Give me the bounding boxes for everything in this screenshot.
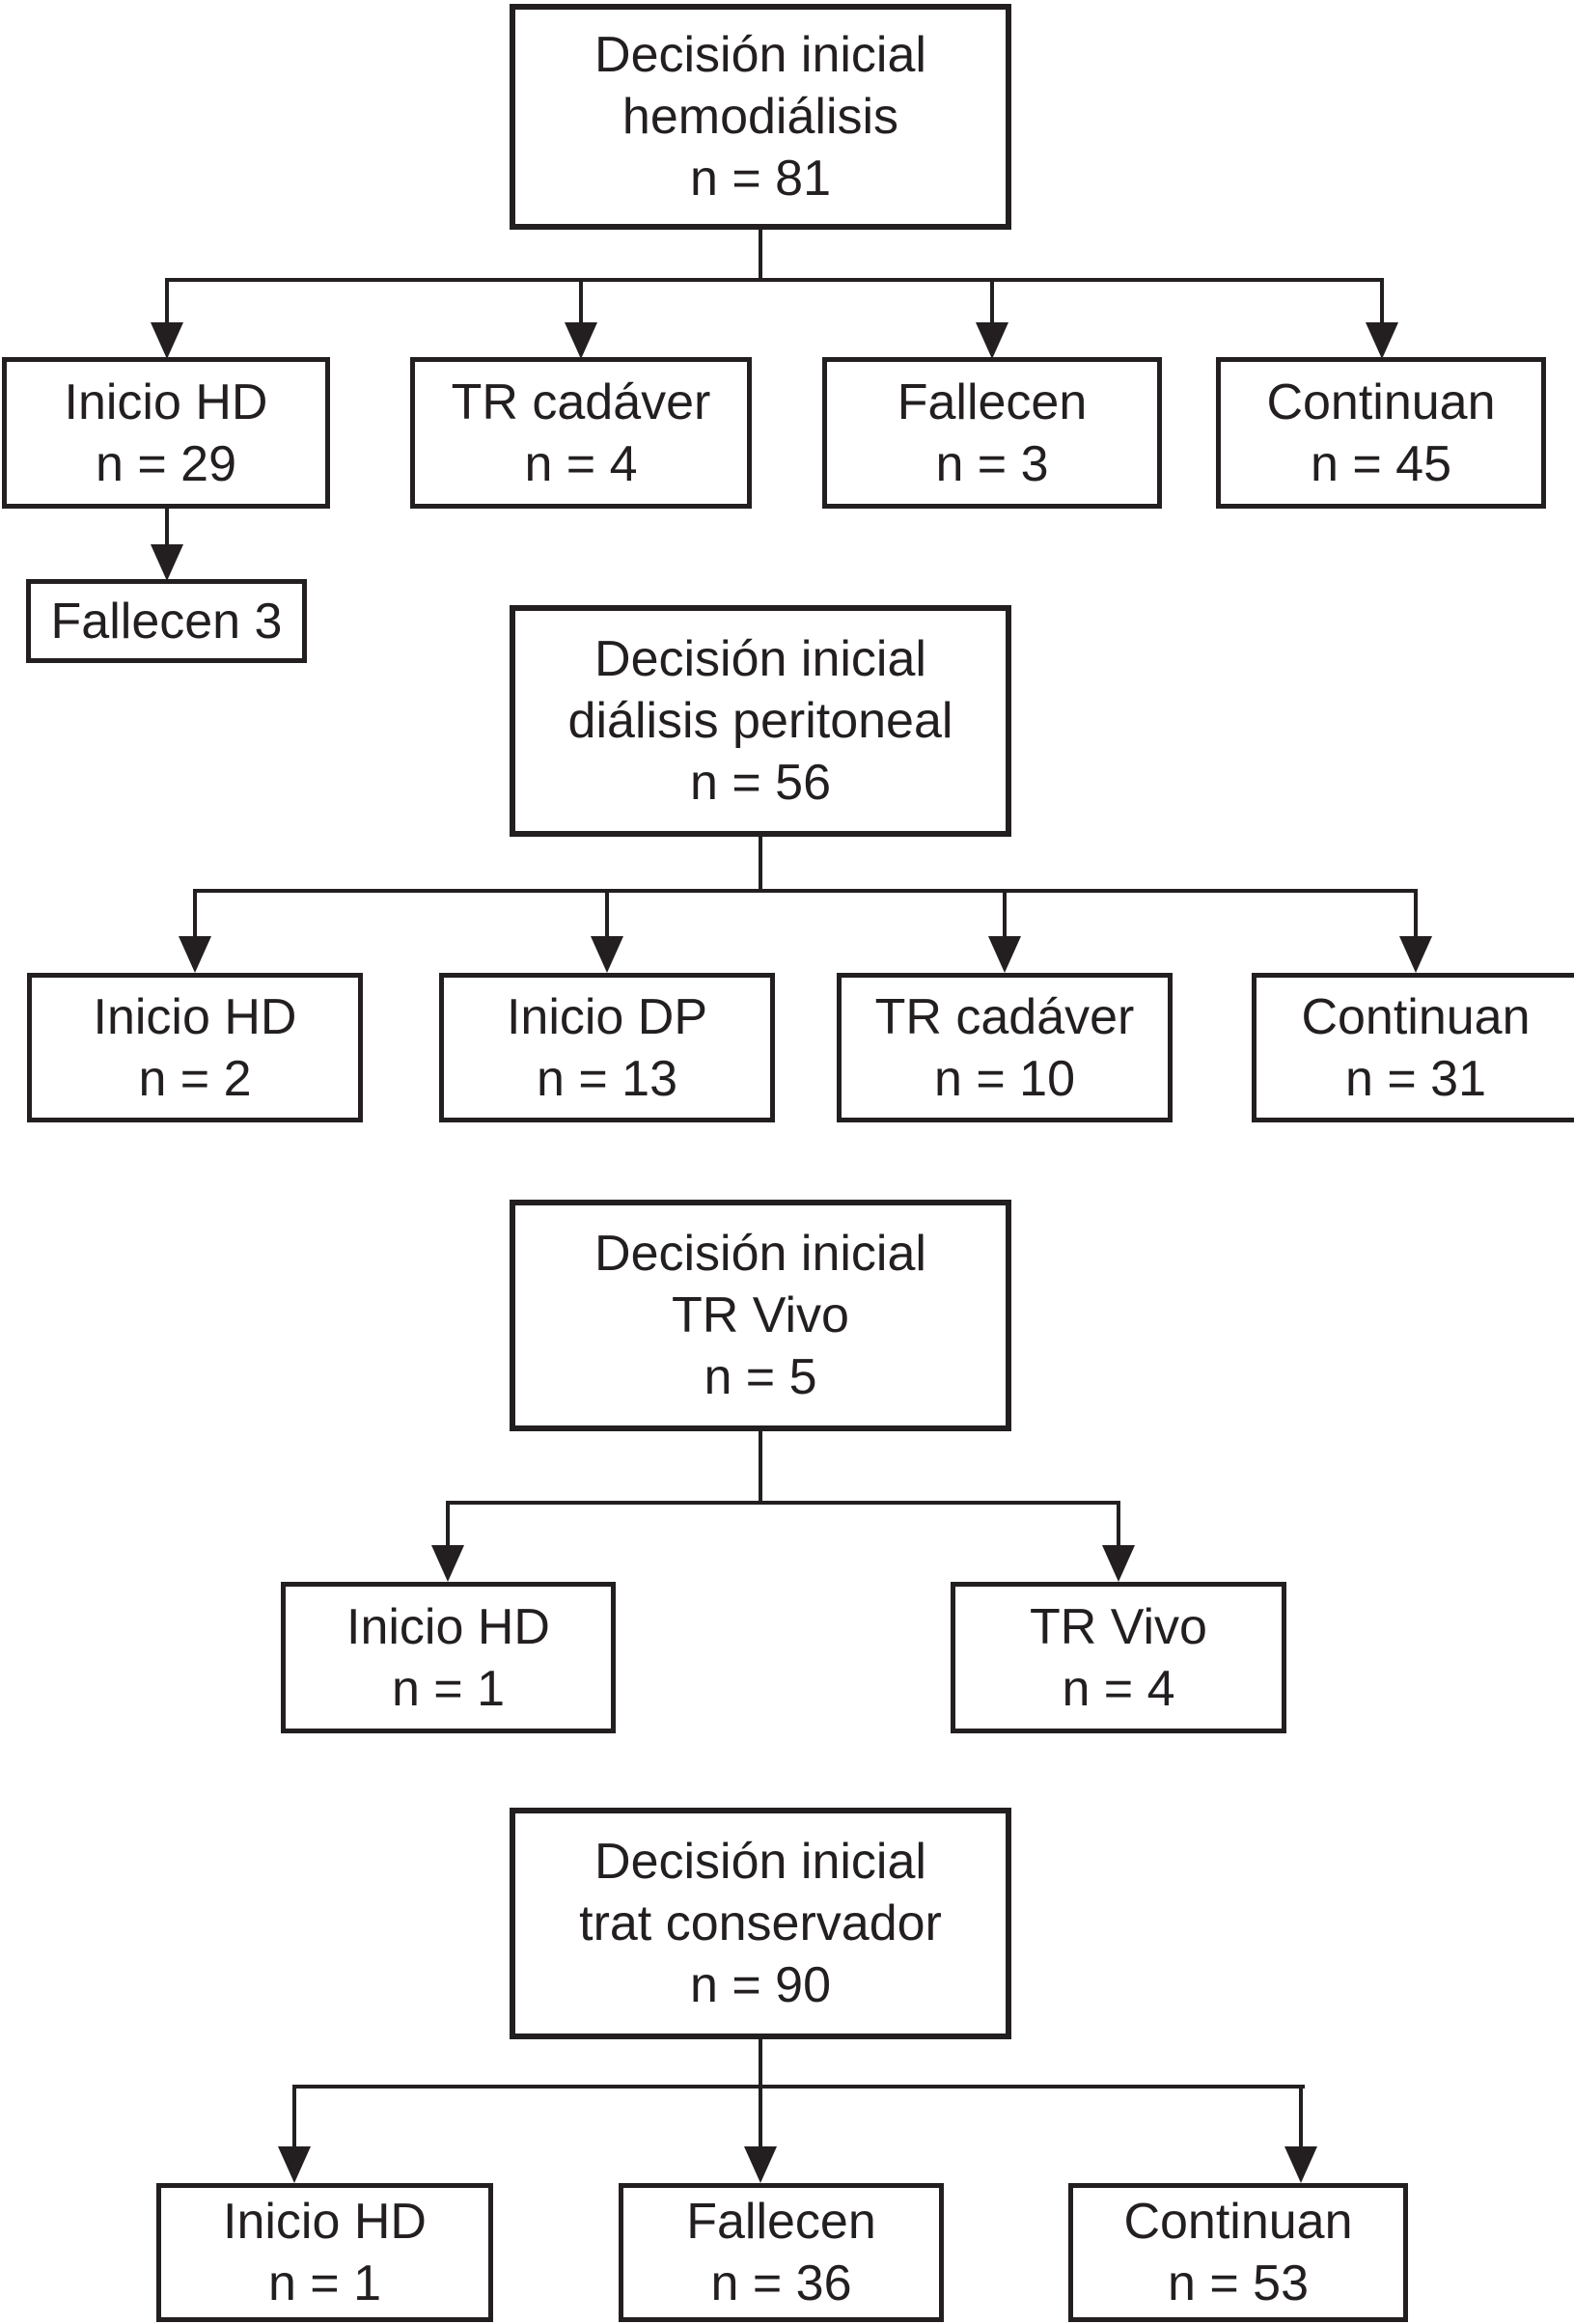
node-text-line: n = 56 <box>689 755 832 811</box>
connector-rail-s4 <box>292 2085 1305 2089</box>
arrow-down-icon <box>278 2146 311 2183</box>
node-text-line: Inicio HD <box>93 988 297 1045</box>
node-text-line: Fallecen <box>897 374 1088 430</box>
connector-drop-s4c1 <box>292 2085 296 2148</box>
arrow-down-icon <box>1399 936 1432 973</box>
node-text-line: n = 31 <box>1344 1050 1487 1107</box>
node-text-line: Continuan <box>1301 988 1531 1045</box>
node-text-line: n = 81 <box>689 151 832 207</box>
arrow-down-icon <box>151 544 183 581</box>
arrow-down-icon <box>976 322 1008 359</box>
connector-drop-s1c4 <box>1380 278 1384 326</box>
node-text-line: Decisión inicial <box>594 1226 926 1282</box>
connector-drop-s2c3 <box>1003 889 1007 940</box>
node-continuan-53: Continuan n = 53 <box>1068 2183 1408 2322</box>
node-continuan-45: Continuan n = 45 <box>1216 357 1546 509</box>
connector-rail-s1 <box>165 278 1384 282</box>
arrow-down-icon <box>1102 1545 1135 1582</box>
node-decision-inicial-tr-vivo: Decisión inicial TR Vivo n = 5 <box>510 1200 1011 1431</box>
arrow-down-icon <box>1284 2146 1317 2183</box>
connector-stub-p3 <box>759 1431 762 1505</box>
node-text-line: Fallecen 3 <box>50 593 283 650</box>
node-text-line: trat conservador <box>579 1895 942 1951</box>
node-text-line: n = 3 <box>935 435 1049 492</box>
node-text-line: n = 90 <box>689 1957 832 2013</box>
connector-drop-s2c2 <box>605 889 609 940</box>
node-text-line: TR cadáver <box>451 374 711 430</box>
node-continuan-31: Continuan n = 31 <box>1252 973 1574 1122</box>
node-text-line: TR cadáver <box>874 988 1135 1045</box>
arrow-down-icon <box>744 2146 777 2183</box>
node-text-line: Continuan <box>1266 374 1496 430</box>
node-text-line: diálisis peritoneal <box>567 693 953 749</box>
connector-drop-s1c1 <box>165 278 169 326</box>
node-text-line: Inicio HD <box>64 374 268 430</box>
arrow-down-icon <box>179 936 211 973</box>
node-text-line: Inicio HD <box>346 1598 550 1655</box>
connector-drop-s3c2 <box>1117 1501 1120 1549</box>
arrow-down-icon <box>565 322 597 359</box>
connector-stub-p1 <box>759 230 762 282</box>
connector-rail-s2 <box>193 889 1418 893</box>
connector-drop-s2c4 <box>1414 889 1418 940</box>
arrow-down-icon <box>988 936 1021 973</box>
connector-drop-s3c1 <box>446 1501 450 1549</box>
node-decision-inicial-trat-conservador: Decisión inicial trat conservador n = 90 <box>510 1808 1011 2039</box>
node-text-line: n = 1 <box>267 2255 382 2311</box>
node-text-line: n = 5 <box>704 1349 817 1405</box>
node-text-line: n = 13 <box>536 1050 678 1107</box>
node-text-line: n = 53 <box>1167 2255 1310 2311</box>
connector-drop-s4c3 <box>1299 2085 1303 2148</box>
node-text-line: TR Vivo <box>1030 1598 1207 1655</box>
node-text-line: n = 4 <box>1062 1660 1175 1717</box>
node-tr-cadaver-4: TR cadáver n = 4 <box>410 357 752 509</box>
node-inicio-hd-1-conservador: Inicio HD n = 1 <box>156 2183 493 2322</box>
node-text-line: n = 2 <box>138 1050 252 1107</box>
node-text-line: Inicio HD <box>223 2194 427 2250</box>
node-text-line: Continuan <box>1123 2194 1353 2250</box>
connector-drop-s1c3 <box>990 278 994 326</box>
node-tr-cadaver-10: TR cadáver n = 10 <box>837 973 1173 1122</box>
arrow-down-icon <box>591 936 623 973</box>
node-text-line: hemodiálisis <box>621 89 899 145</box>
node-inicio-hd-29: Inicio HD n = 29 <box>2 357 330 509</box>
node-fallecen-3: Fallecen n = 3 <box>822 357 1162 509</box>
node-fallecen-3-outcome: Fallecen 3 <box>26 579 307 663</box>
node-text-line: n = 36 <box>710 2255 852 2311</box>
connector-drop-f3 <box>165 509 169 549</box>
arrow-down-icon <box>1366 322 1398 359</box>
node-text-line: TR Vivo <box>672 1287 849 1343</box>
node-text-line: Decisión inicial <box>594 1834 926 1890</box>
node-text-line: Decisión inicial <box>594 631 926 687</box>
node-inicio-hd-2: Inicio HD n = 2 <box>27 973 363 1122</box>
node-inicio-dp-13: Inicio DP n = 13 <box>439 973 775 1122</box>
node-text-line: n = 29 <box>95 435 237 492</box>
connector-drop-s1c2 <box>579 278 583 326</box>
connector-stub-p2 <box>759 837 762 893</box>
node-text-line: Decisión inicial <box>594 27 926 83</box>
arrow-down-icon <box>151 322 183 359</box>
node-text-line: Fallecen <box>686 2194 876 2250</box>
connector-rail-s3 <box>446 1501 1120 1505</box>
node-inicio-hd-1-trvivo: Inicio HD n = 1 <box>281 1582 616 1733</box>
node-decision-inicial-hemodialisis: Decisión inicial hemodiálisis n = 81 <box>510 4 1011 230</box>
connector-stub-p4 <box>759 2039 762 2148</box>
node-text-line: n = 4 <box>524 435 638 492</box>
node-text-line: n = 45 <box>1310 435 1452 492</box>
connector-drop-s2c1 <box>193 889 197 940</box>
node-text-line: n = 1 <box>391 1660 506 1717</box>
node-text-line: n = 10 <box>933 1050 1076 1107</box>
arrow-down-icon <box>431 1545 464 1582</box>
node-tr-vivo-4: TR Vivo n = 4 <box>951 1582 1286 1733</box>
node-decision-inicial-dialisis-peritoneal: Decisión inicial diálisis peritoneal n =… <box>510 605 1011 837</box>
node-fallecen-36: Fallecen n = 36 <box>619 2183 944 2322</box>
node-text-line: Inicio DP <box>506 988 708 1045</box>
